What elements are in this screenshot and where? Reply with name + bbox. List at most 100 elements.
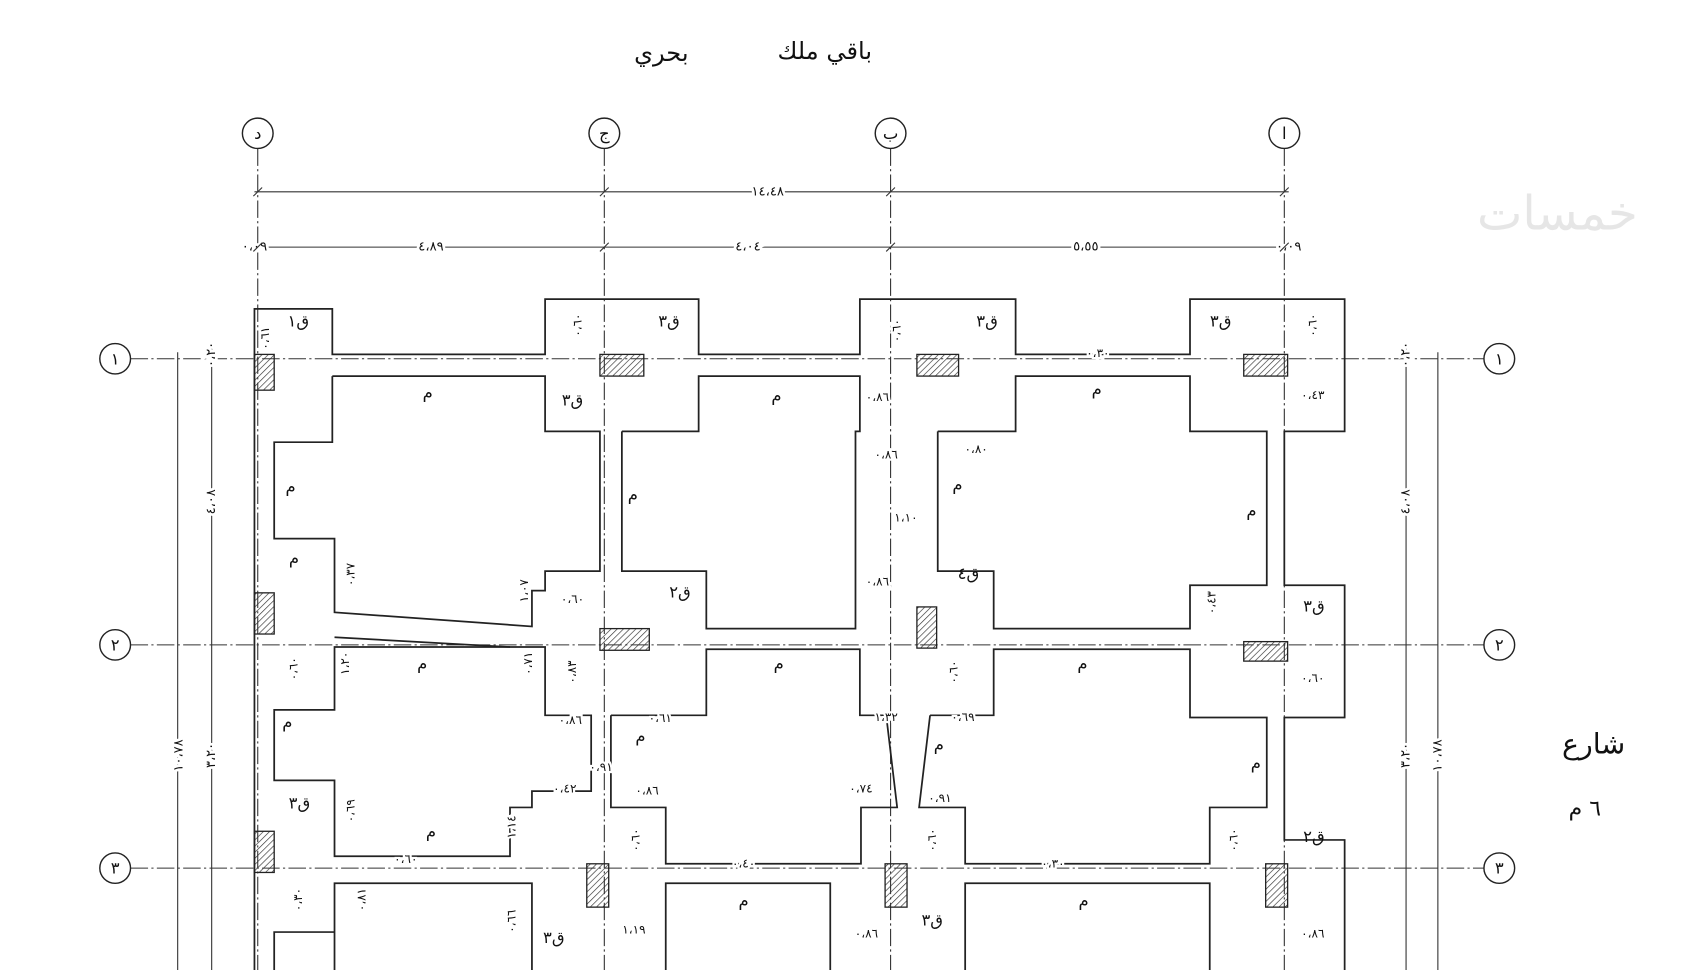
dimension-text: ٠،٣٠ xyxy=(1086,346,1109,360)
grid-bubble xyxy=(99,852,132,885)
dimension-text: ١٠،٧٨ xyxy=(1430,739,1445,771)
footing-outline xyxy=(620,375,861,630)
grid-label-row: ٣ xyxy=(1495,859,1504,878)
column xyxy=(916,606,938,649)
dimension-text: ٠،٦٠ xyxy=(286,657,300,680)
footing-outline xyxy=(273,931,335,970)
strip-footing-label: م xyxy=(286,477,296,496)
footing-label: ق٢ xyxy=(669,582,691,601)
footing-outline xyxy=(273,375,601,628)
column xyxy=(586,863,610,908)
dimension-tick xyxy=(599,242,610,252)
dimension-text: ٠،٨٦ xyxy=(559,713,582,727)
footing-label: ق٣ xyxy=(289,794,311,813)
footing-label: ق٢ xyxy=(1303,827,1325,846)
grid-label-column: ج xyxy=(599,124,610,144)
title-adjacent-owner: باقي ملك xyxy=(777,37,872,65)
dimension-text: ١،١٠ xyxy=(894,511,917,525)
strip-footing-label: م xyxy=(423,383,433,402)
column xyxy=(1243,353,1289,377)
column xyxy=(253,592,275,635)
dimension-text: ٠،٦٠ xyxy=(890,319,904,342)
dimension-tick xyxy=(885,242,896,252)
strip-footing-label: م xyxy=(628,485,638,504)
dimension-text: ٠،٨١ xyxy=(354,888,368,911)
dimension-text: ٠،٣٧ xyxy=(343,562,357,586)
grid-label-row: ١ xyxy=(111,349,120,368)
dimension-text: ٠،٨٦ xyxy=(866,575,889,589)
dimension-text: ٠،٦٦ xyxy=(505,910,519,933)
dimension-text: ٠،٦٠ xyxy=(947,660,961,683)
grid-label-row: ٢ xyxy=(1495,636,1504,655)
columns xyxy=(253,353,1289,908)
dimension-text: ٠،٨٦ xyxy=(866,390,889,404)
dimension-text: ٠،٦٠ xyxy=(1226,828,1240,851)
grid-bubble xyxy=(1483,628,1516,661)
strip-footing-label: م xyxy=(426,822,436,841)
dimension-text: ٠،٢٠ xyxy=(1399,342,1414,367)
dimension-text: ٠،٧٤ xyxy=(849,782,872,796)
dimension-text: ٠،٨٠ xyxy=(964,442,987,456)
grid-bubble xyxy=(874,117,907,150)
dimension-text: ٣،٢٠ xyxy=(204,743,219,768)
footing-label: ق٤ xyxy=(958,564,980,583)
footing-outline xyxy=(334,636,511,648)
dimension-text: ٠،٣٠ xyxy=(291,888,305,911)
footing-outline xyxy=(253,298,1346,970)
strip-footing-label: م xyxy=(282,712,292,731)
dimension-text: ٠،٠٩ xyxy=(242,240,267,255)
dimension-text: ٤،٠٨ xyxy=(204,489,219,514)
dimension-text: ١،٠٧ xyxy=(517,579,531,603)
dimension-tick xyxy=(1279,187,1290,197)
grid-bubble xyxy=(241,117,274,150)
column xyxy=(1243,640,1289,662)
dimension-text: ١،١٩ xyxy=(622,922,645,936)
footing-label: ق٣ xyxy=(1210,311,1232,330)
column xyxy=(253,830,275,874)
grid-bubble xyxy=(99,628,132,661)
dimension-text: ٠،٤٠ xyxy=(732,856,755,870)
strip-footing-label: م xyxy=(952,475,962,494)
footing-outline xyxy=(610,648,899,865)
dimension-tick xyxy=(599,187,610,197)
footing-outline xyxy=(918,648,1268,865)
footing-label: ق١ xyxy=(288,311,310,330)
grid-label-column: ا xyxy=(1282,124,1287,143)
strip-footing-label: م xyxy=(635,727,645,746)
dimension-text: ٠،٩١ xyxy=(589,760,612,774)
dimension-text: ٠،٠٩ xyxy=(1276,240,1301,255)
footing-label: ق٣ xyxy=(1303,596,1325,615)
grid-label-row: ١ xyxy=(1495,349,1504,368)
dimension-text: ٠،٦٠ xyxy=(394,852,417,866)
dimension-tick xyxy=(885,187,896,197)
grid-label-row: ٢ xyxy=(111,636,120,655)
dimension-text: ٠،٦٩ xyxy=(951,710,974,724)
dimension-text: ٠،٦٠ xyxy=(629,828,643,851)
dimension-text: ١،٣٢ xyxy=(875,710,898,724)
dimension-tick xyxy=(1279,242,1290,252)
dimension-text: ٠،٦٠ xyxy=(1305,314,1319,337)
dimension-tick xyxy=(252,187,263,197)
dimension-text: ٠،٤٢ xyxy=(553,782,576,796)
grid-bubble xyxy=(1483,342,1516,375)
dimension-text: ٠،٦١ xyxy=(649,711,672,725)
title-direction-north: بحري xyxy=(634,39,688,67)
column xyxy=(599,627,650,651)
dimension-text: ٠،٨٦ xyxy=(635,784,658,798)
footing-outline xyxy=(273,646,593,858)
strip-footing-label: م xyxy=(1251,754,1261,773)
footing-label: ق٣ xyxy=(543,928,565,947)
strip-footing-label: م xyxy=(1077,654,1087,673)
footing-label: ق٣ xyxy=(976,311,998,330)
dimension-text: ٠،٦٠ xyxy=(1301,671,1324,685)
strip-footing-label: م xyxy=(289,549,299,568)
street-width: ٦ م xyxy=(1569,797,1601,822)
strip-footing-label: م xyxy=(739,891,749,910)
dimension-text: ٠،٨٦ xyxy=(1301,927,1324,941)
grid-bubble xyxy=(1268,117,1301,150)
watermark: خمسات xyxy=(1477,186,1638,242)
footing-label: ق٣ xyxy=(562,391,584,410)
